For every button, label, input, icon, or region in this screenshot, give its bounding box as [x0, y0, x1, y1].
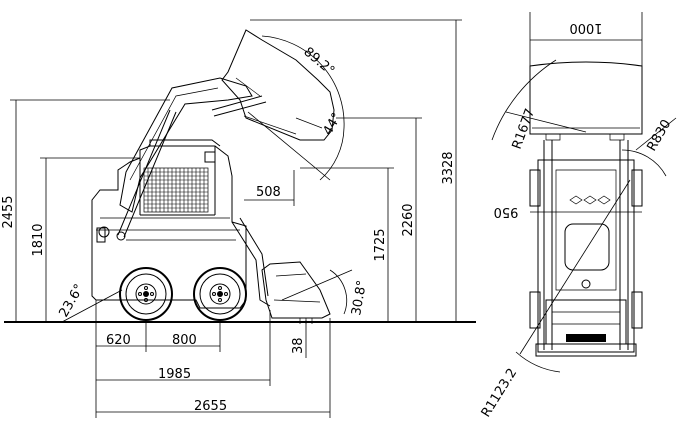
radius-r1677-leader	[505, 111, 587, 133]
raised-bucket-inner	[235, 77, 323, 135]
side-view: 3328 2455 1810 2260 1725 508 89.2° 44° 2…	[1, 19, 476, 418]
top-wheel-fl	[529, 169, 541, 207]
front-wheel	[193, 267, 247, 321]
top-hub	[581, 279, 591, 289]
top-bucket	[529, 61, 643, 135]
label-508: 508	[256, 185, 281, 200]
arm-pivot	[98, 226, 110, 238]
label-3328: 3328	[441, 151, 456, 184]
departure-angle-line	[61, 289, 123, 323]
lift-cylinder	[117, 109, 177, 238]
tail-light	[96, 227, 106, 243]
label-38: 38	[291, 337, 306, 354]
top-rear-detail	[552, 311, 620, 325]
dump-angle-line	[247, 111, 331, 181]
dump-angle-arc	[319, 127, 345, 181]
radius-r830-arc	[621, 149, 667, 177]
top-body-inner	[555, 169, 617, 291]
top-body	[537, 159, 635, 353]
label-800: 800	[172, 333, 197, 348]
radius-r1677-arc	[491, 59, 557, 141]
lowered-bucket-inner	[273, 273, 321, 303]
label-950: 950	[494, 204, 519, 219]
label-bucket-angle: 30.8°	[349, 279, 370, 317]
radius-r1123-leader	[519, 179, 631, 355]
label-620: 620	[106, 333, 131, 348]
lift-pivot	[116, 231, 126, 241]
top-rear-grille	[566, 334, 606, 342]
lowered-bucket	[261, 261, 331, 319]
top-vents	[569, 195, 611, 205]
label-departure-angle: 23.6°	[56, 282, 87, 320]
horizontal-dimensions	[95, 300, 331, 418]
label-dump-angle: 44°	[320, 111, 345, 138]
label-2455: 2455	[1, 195, 16, 228]
chassis-inner-line	[96, 217, 240, 241]
top-window	[564, 223, 610, 271]
top-rear-bumper	[535, 343, 637, 357]
label-lift-angle: 89.2°	[300, 45, 337, 79]
radius-r1123-arc	[515, 351, 561, 373]
tilt-cylinder	[211, 95, 267, 117]
label-1000: 1000	[569, 20, 602, 35]
top-wheel-fr	[631, 169, 643, 207]
label-1985: 1985	[158, 367, 191, 382]
lowered-arm	[231, 217, 271, 307]
radius-r830-leader	[635, 117, 677, 151]
chassis-body	[91, 145, 247, 309]
label-1810: 1810	[31, 223, 46, 256]
label-1725: 1725	[373, 228, 388, 261]
bucket-angle-arc	[329, 269, 348, 315]
top-right-arm	[619, 140, 629, 350]
raised-bucket	[221, 29, 335, 141]
lift-angle-arc	[261, 35, 345, 129]
cab-mesh	[143, 167, 209, 213]
top-wheel-rr	[631, 291, 643, 329]
top-left-arm	[543, 140, 553, 350]
label-2260: 2260	[401, 203, 416, 236]
label-r1677: R1677	[510, 107, 539, 152]
roof-light	[204, 151, 216, 163]
label-r1123: R1123.2	[479, 366, 521, 420]
top-bucket-teeth	[545, 134, 625, 141]
top-wheel-rl	[529, 291, 541, 329]
label-2655: 2655	[194, 399, 227, 414]
bucket-angle-line	[281, 269, 353, 301]
label-r830: R830	[644, 117, 674, 154]
rear-wheel	[119, 267, 173, 321]
top-view: 1000 950 R1677 R830	[479, 12, 677, 420]
vertical-dimensions	[10, 19, 462, 358]
lift-arm-inner	[129, 87, 219, 181]
